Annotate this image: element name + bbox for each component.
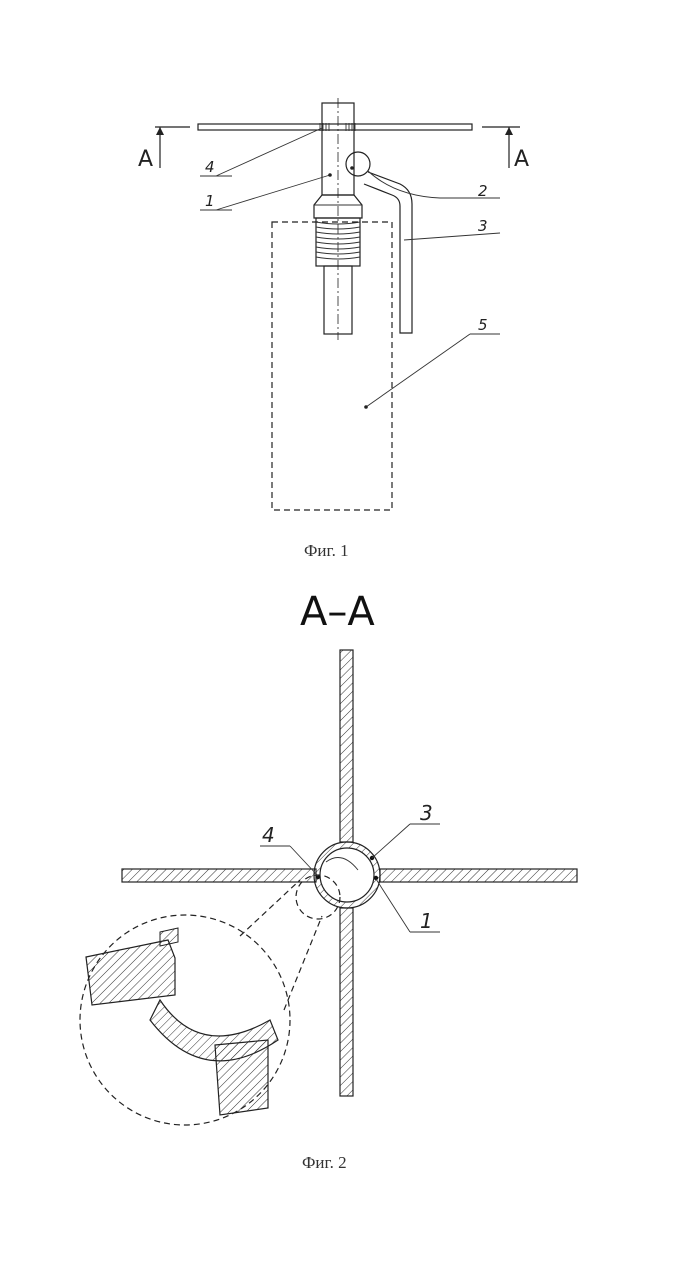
hub-inner [319, 847, 375, 903]
figure-1-caption: Фиг. 1 [304, 541, 349, 560]
leader-lines [200, 127, 501, 409]
figure-1: A A [138, 98, 529, 560]
detail-source-circle [295, 874, 341, 920]
tube-circle [345, 151, 371, 177]
callout-3-fig2: 3 [420, 801, 433, 825]
section-arrow-right: A [482, 126, 529, 172]
section-mark-left: A [138, 147, 153, 172]
callout-3: 3 [478, 217, 488, 235]
blade-top [339, 649, 354, 843]
thread-lines [315, 221, 361, 260]
section-arrow-left: A [138, 126, 190, 172]
callout-1-fig2: 1 [420, 909, 433, 933]
detail-enlarged-section [85, 927, 279, 1116]
bent-tube [363, 171, 413, 334]
section-mark-right: A [514, 147, 529, 172]
callout-2: 2 [478, 182, 488, 200]
hub-arc [325, 857, 359, 871]
detail-circle [79, 914, 291, 1126]
blade-horizontal [197, 123, 473, 131]
section-title: A–A [300, 589, 375, 635]
callout-4-fig2: 4 [262, 823, 275, 847]
container-dashed [271, 221, 393, 511]
blade-left [121, 868, 317, 883]
figure-2: A–A 4 [79, 589, 578, 1172]
leader-lines-fig2 [260, 823, 440, 933]
callout-1: 1 [205, 192, 215, 210]
weld-marks [319, 123, 356, 131]
blade-bottom [339, 907, 354, 1097]
callout-5: 5 [478, 316, 488, 334]
callout-4: 4 [205, 158, 215, 176]
shaft-lower [323, 265, 353, 335]
figure-2-caption: Фиг. 2 [302, 1153, 347, 1172]
blade-right [379, 868, 578, 883]
